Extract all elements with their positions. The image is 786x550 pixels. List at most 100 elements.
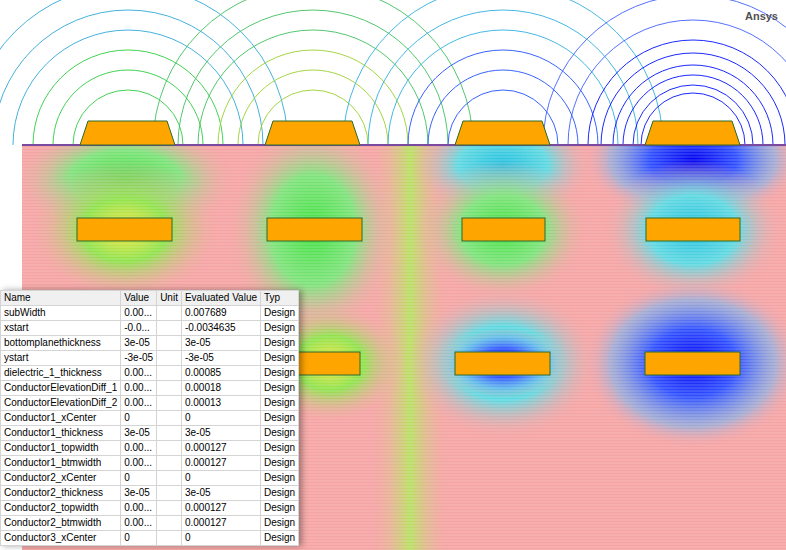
parameter-type: Design — [261, 426, 299, 441]
evaluated-value: 0.00018 — [181, 381, 260, 396]
table-row: Conductor2_xCenter00Design — [1, 471, 299, 486]
parameter-value: 3e-05 — [121, 486, 157, 501]
parameter-type: Design — [261, 531, 299, 546]
evaluated-value: -0.0034635 — [181, 321, 260, 336]
table-row: Conductor3_xCenter00Design — [1, 531, 299, 546]
parameter-unit — [157, 381, 182, 396]
table-row: ConductorElevationDiff_10.00...0.00018De… — [1, 381, 299, 396]
parameter-unit — [157, 321, 182, 336]
evaluated-value: 0.000127 — [181, 501, 260, 516]
parameter-type: Design — [261, 366, 299, 381]
property-table: NameValueUnitEvaluated ValueTypsubWidth0… — [0, 290, 299, 546]
parameter-unit — [157, 501, 182, 516]
evaluated-value: 0.00085 — [181, 366, 260, 381]
evaluated-value: 0 — [181, 411, 260, 426]
parameter-value: 3e-05 — [121, 426, 157, 441]
parameter-name: Conductor1_btmwidth — [1, 456, 121, 471]
parameter-value: -0.0... — [121, 321, 157, 336]
evaluated-value: 0.000127 — [181, 456, 260, 471]
table-row: ystart-3e-05-3e-05Design — [1, 351, 299, 366]
table-row: Conductor1_xCenter00Design — [1, 411, 299, 426]
evaluated-value: -3e-05 — [181, 351, 260, 366]
parameter-unit — [157, 471, 182, 486]
parameter-type: Design — [261, 306, 299, 321]
parameter-value: 0 — [121, 471, 157, 486]
parameter-name: Conductor2_btmwidth — [1, 516, 121, 531]
table-row: Conductor1_topwidth0.00...0.000127Design — [1, 441, 299, 456]
parameter-unit — [157, 456, 182, 471]
evaluated-value: 0.00013 — [181, 396, 260, 411]
column-header: Value — [121, 291, 157, 306]
parameter-type: Design — [261, 456, 299, 471]
parameter-name: Conductor1_thickness — [1, 426, 121, 441]
column-header: Unit — [157, 291, 182, 306]
parameter-unit — [157, 516, 182, 531]
parameter-name: subWidth — [1, 306, 121, 321]
table-row: Conductor2_topwidth0.00... 0.000127Design — [1, 501, 299, 516]
parameter-name: Conductor3_xCenter — [1, 531, 121, 546]
table-row: bottomplanethickness3e-053e-05Design — [1, 336, 299, 351]
parameter-unit — [157, 351, 182, 366]
parameter-type: Design — [261, 336, 299, 351]
parameter-unit — [157, 486, 182, 501]
parameter-name: xstart — [1, 321, 121, 336]
parameter-value: 3e-05 — [121, 336, 157, 351]
evaluated-value: 0 — [181, 531, 260, 546]
parameter-unit — [157, 366, 182, 381]
parameter-value: -3e-05 — [121, 351, 157, 366]
evaluated-value: 0.000127 — [181, 441, 260, 456]
parameter-name: Conductor2_xCenter — [1, 471, 121, 486]
evaluated-value: 0.000127 — [181, 516, 260, 531]
table-row: Conductor1_btmwidth0.00...0.000127Design — [1, 456, 299, 471]
parameter-unit — [157, 411, 182, 426]
parameter-name: ConductorElevationDiff_1 — [1, 381, 121, 396]
column-header: Name — [1, 291, 121, 306]
parameter-type: Design — [261, 516, 299, 531]
parameter-unit — [157, 306, 182, 321]
parameter-name: bottomplanethickness — [1, 336, 121, 351]
parameter-unit — [157, 441, 182, 456]
parameter-value: 0 — [121, 411, 157, 426]
evaluated-value: 0.007689 — [181, 306, 260, 321]
table-header-row: NameValueUnitEvaluated ValueTyp — [1, 291, 299, 306]
parameter-name: dielectric_1_thickness — [1, 366, 121, 381]
parameter-value: 0.00... — [121, 306, 157, 321]
parameter-unit — [157, 531, 182, 546]
parameter-type: Design — [261, 501, 299, 516]
parameter-type: Design — [261, 411, 299, 426]
column-header: Typ — [261, 291, 299, 306]
parameter-name: ystart — [1, 351, 121, 366]
evaluated-value: 3e-05 — [181, 426, 260, 441]
evaluated-value: 0 — [181, 471, 260, 486]
evaluated-value: 3e-05 — [181, 486, 260, 501]
parameter-value: 0.00... — [121, 516, 157, 531]
table-grid: NameValueUnitEvaluated ValueTypsubWidth0… — [0, 290, 299, 546]
parameter-type: Design — [261, 351, 299, 366]
watermark: Ansys — [745, 10, 778, 22]
parameter-unit — [157, 336, 182, 351]
parameter-name: Conductor1_topwidth — [1, 441, 121, 456]
parameter-name: Conductor1_xCenter — [1, 411, 121, 426]
parameter-value: 0.00... — [121, 501, 157, 516]
table-row: subWidth0.00... 0.007689Design — [1, 306, 299, 321]
table-row: xstart-0.0... -0.0034635Design — [1, 321, 299, 336]
table-row: Conductor1_thickness3e-053e-05Design — [1, 426, 299, 441]
parameter-name: Conductor2_topwidth — [1, 501, 121, 516]
table-row: Conductor2_thickness3e-053e-05Design — [1, 486, 299, 501]
column-header: Evaluated Value — [181, 291, 260, 306]
parameter-unit — [157, 396, 182, 411]
parameter-value: 0.00... — [121, 381, 157, 396]
parameter-value: 0.00... — [121, 366, 157, 381]
parameter-unit — [157, 426, 182, 441]
parameter-type: Design — [261, 441, 299, 456]
parameter-value: 0 — [121, 531, 157, 546]
table-row: ConductorElevationDiff_20.00...0.00013De… — [1, 396, 299, 411]
table-row: dielectric_1_thickness0.00... 0.00085Desi… — [1, 366, 299, 381]
parameter-value: 0.00... — [121, 396, 157, 411]
parameter-type: Design — [261, 471, 299, 486]
parameter-name: Conductor2_thickness — [1, 486, 121, 501]
table-row: Conductor2_btmwidth0.00... 0.000127Design — [1, 516, 299, 531]
parameter-name: ConductorElevationDiff_2 — [1, 396, 121, 411]
parameter-type: Design — [261, 321, 299, 336]
evaluated-value: 3e-05 — [181, 336, 260, 351]
